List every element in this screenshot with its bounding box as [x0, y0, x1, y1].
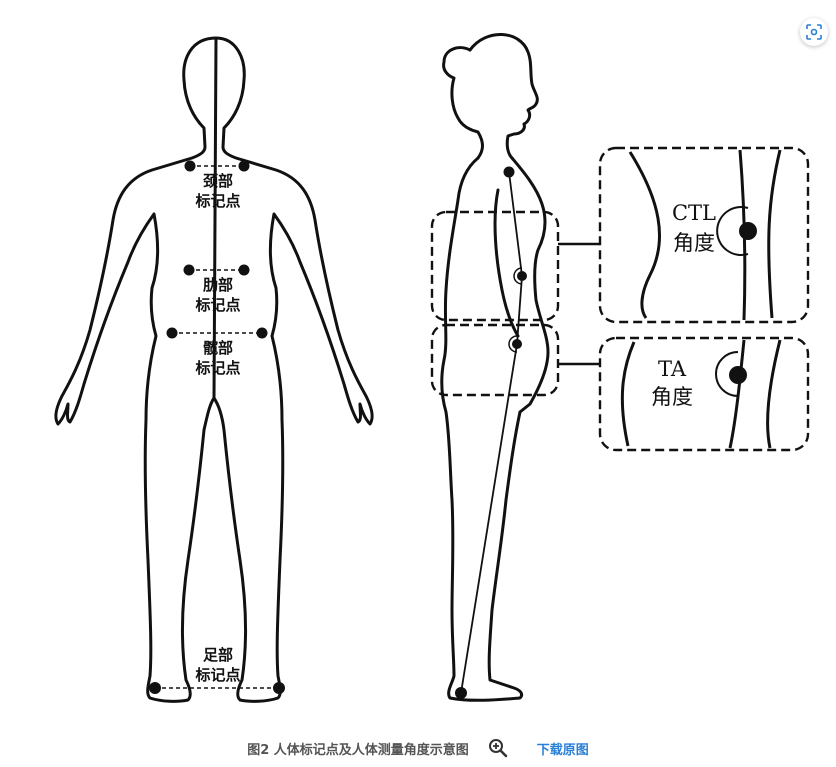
ctl-text-line2: 角度 — [673, 231, 715, 255]
hip-marker-right — [256, 327, 268, 339]
foot-marker-left — [149, 682, 161, 694]
neck-marker-side — [503, 166, 515, 178]
hip-angle-arc — [508, 335, 518, 353]
neck-label-line1: 颈部 — [202, 172, 233, 190]
body-markers-figure: 颈部 标记点 肋部 标记点 髋部 标记点 足部 标记点 — [54, 33, 810, 703]
front-body-outline — [54, 36, 374, 703]
ta-text-line1: TA — [658, 357, 687, 381]
hip-marker-left — [166, 327, 178, 339]
scan-icon — [806, 24, 822, 40]
spine-line — [460, 171, 523, 694]
scan-button[interactable] — [800, 18, 828, 46]
rib-label-line1: 肋部 — [203, 276, 233, 294]
rib-marker-side — [517, 271, 527, 281]
ctl-text-line1: CTL — [672, 201, 716, 225]
rib-marker-left — [183, 264, 195, 276]
rib-angle-arc — [513, 267, 523, 285]
figure-caption: 图2 人体标记点及人体测量角度示意图 — [247, 742, 469, 758]
side-markers — [455, 166, 527, 699]
magnifier-plus-icon — [488, 739, 508, 758]
front-labels: 颈部 标记点 肋部 标记点 髋部 标记点 足部 标记点 — [194, 172, 240, 684]
rib-marker-right — [238, 264, 250, 276]
ta-text-line2: 角度 — [651, 385, 693, 409]
foot-marker-right — [273, 682, 285, 694]
hip-label-line1: 髋部 — [203, 339, 233, 357]
download-original-link[interactable]: 下载原图 — [536, 742, 589, 758]
neck-marker-left — [184, 160, 196, 172]
ta-magnifier: TA 角度 — [598, 336, 810, 452]
rib-label-line2: 标记点 — [194, 296, 240, 314]
ctl-magnifier: CTL 角度 — [598, 146, 810, 324]
foot-label-line1: 足部 — [203, 646, 233, 664]
hip-label-line2: 标记点 — [194, 359, 240, 377]
foot-marker-side — [455, 687, 467, 699]
neck-marker-right — [238, 160, 250, 172]
caption-row: 图2 人体标记点及人体测量角度示意图 下载原图 — [0, 736, 836, 760]
neck-label-line2: 标记点 — [194, 192, 240, 210]
ta-region-box — [430, 323, 560, 397]
foot-label-line2: 标记点 — [194, 666, 240, 684]
ctl-region-box — [430, 210, 560, 322]
front-markers — [149, 160, 285, 694]
side-body-outline — [440, 33, 550, 702]
hip-marker-side — [512, 339, 522, 349]
zoom-button[interactable] — [487, 737, 509, 759]
